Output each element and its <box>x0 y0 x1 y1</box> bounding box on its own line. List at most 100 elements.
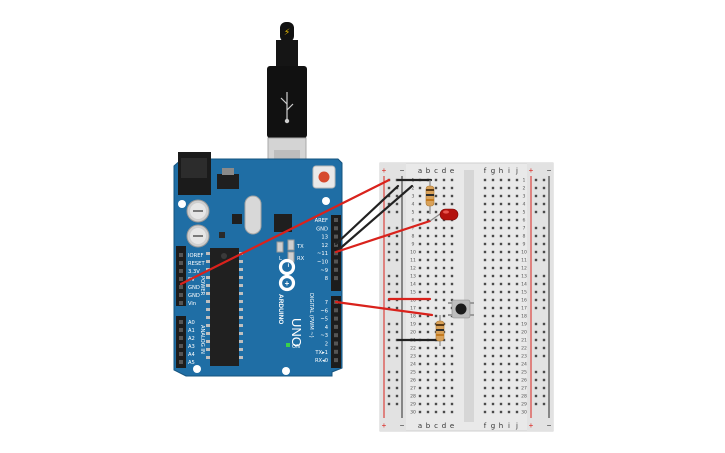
breadboard-hole[interactable] <box>418 290 422 294</box>
breadboard-hole[interactable] <box>450 322 454 326</box>
rail-hole[interactable] <box>387 378 391 382</box>
breadboard-hole[interactable] <box>491 266 495 270</box>
breadboard-hole[interactable] <box>426 386 430 390</box>
rail-hole[interactable] <box>542 194 546 198</box>
breadboard-hole[interactable] <box>507 226 511 230</box>
breadboard-hole[interactable] <box>483 370 487 374</box>
rail-hole[interactable] <box>534 242 538 246</box>
rail-hole[interactable] <box>395 370 399 374</box>
breadboard-hole[interactable] <box>491 314 495 318</box>
breadboard-hole[interactable] <box>507 242 511 246</box>
rail-hole[interactable] <box>534 234 538 238</box>
rail-hole[interactable] <box>534 226 538 230</box>
breadboard-hole[interactable] <box>434 226 438 230</box>
breadboard-hole[interactable] <box>507 202 511 206</box>
header-pin[interactable] <box>334 358 338 363</box>
breadboard-hole[interactable] <box>491 178 495 182</box>
rail-hole[interactable] <box>534 402 538 406</box>
breadboard-hole[interactable] <box>491 250 495 254</box>
rail-hole[interactable] <box>534 370 538 374</box>
breadboard-hole[interactable] <box>507 338 511 342</box>
rail-hole[interactable] <box>542 354 546 358</box>
breadboard-hole[interactable] <box>450 402 454 406</box>
reset-button-cap[interactable] <box>318 171 330 183</box>
rail-hole[interactable] <box>542 394 546 398</box>
rail-hole[interactable] <box>387 330 391 334</box>
pushbutton-icon[interactable] <box>448 299 474 319</box>
breadboard-hole[interactable] <box>507 362 511 366</box>
breadboard-hole[interactable] <box>426 218 430 222</box>
rail-hole[interactable] <box>542 282 546 286</box>
breadboard-hole[interactable] <box>450 410 454 414</box>
rail-hole[interactable] <box>387 370 391 374</box>
breadboard-hole[interactable] <box>442 258 446 262</box>
breadboard-hole[interactable] <box>507 210 511 214</box>
header-pin[interactable] <box>179 269 183 273</box>
breadboard-hole[interactable] <box>491 306 495 310</box>
header-pin[interactable] <box>334 308 338 313</box>
breadboard-hole[interactable] <box>491 330 495 334</box>
breadboard-hole[interactable] <box>515 298 519 302</box>
breadboard-hole[interactable] <box>442 362 446 366</box>
breadboard-hole[interactable] <box>499 394 503 398</box>
breadboard-hole[interactable] <box>450 346 454 350</box>
header-pin[interactable] <box>334 259 338 264</box>
rail-hole[interactable] <box>395 226 399 230</box>
breadboard-hole[interactable] <box>426 314 430 318</box>
rail-hole[interactable] <box>387 226 391 230</box>
rail-hole[interactable] <box>542 298 546 302</box>
rail-hole[interactable] <box>542 178 546 182</box>
breadboard-hole[interactable] <box>434 258 438 262</box>
breadboard-hole[interactable] <box>418 186 422 190</box>
breadboard-hole[interactable] <box>499 282 503 286</box>
breadboard-hole[interactable] <box>499 314 503 318</box>
breadboard-hole[interactable] <box>426 306 430 310</box>
wires[interactable] <box>179 178 442 342</box>
breadboard-hole[interactable] <box>450 234 454 238</box>
header-pin[interactable] <box>334 276 338 281</box>
breadboard-hole[interactable] <box>426 266 430 270</box>
breadboard-hole[interactable] <box>442 242 446 246</box>
arduino-uno-board[interactable]: L TX RX ON − + ARDUINO UNO IOREFRESET3.3… <box>173 152 343 377</box>
rail-hole[interactable] <box>534 290 538 294</box>
breadboard-hole[interactable] <box>507 330 511 334</box>
breadboard-hole[interactable] <box>418 362 422 366</box>
rail-hole[interactable] <box>387 258 391 262</box>
header-pin[interactable] <box>334 349 338 354</box>
breadboard-hole[interactable] <box>483 226 487 230</box>
breadboard-hole[interactable] <box>442 354 446 358</box>
breadboard-hole[interactable] <box>515 194 519 198</box>
breadboard-hole[interactable] <box>434 410 438 414</box>
wire-pin13-to-led[interactable] <box>334 219 432 254</box>
breadboard-hole[interactable] <box>491 370 495 374</box>
breadboard-hole[interactable] <box>434 178 438 182</box>
breadboard-hole[interactable] <box>491 322 495 326</box>
rail-hole[interactable] <box>542 370 546 374</box>
breadboard-hole[interactable] <box>450 186 454 190</box>
header-pin[interactable] <box>334 251 338 256</box>
header-pin[interactable] <box>334 218 338 222</box>
breadboard-hole[interactable] <box>491 226 495 230</box>
breadboard-hole[interactable] <box>450 274 454 278</box>
breadboard-hole[interactable] <box>499 218 503 222</box>
breadboard-hole[interactable] <box>450 338 454 342</box>
header-pin[interactable] <box>179 301 183 305</box>
breadboard-hole[interactable] <box>483 258 487 262</box>
breadboard-hole[interactable] <box>499 378 503 382</box>
breadboard-hole[interactable] <box>515 290 519 294</box>
breadboard-hole[interactable] <box>483 282 487 286</box>
breadboard-hole[interactable] <box>434 362 438 366</box>
rail-hole[interactable] <box>395 242 399 246</box>
breadboard-hole[interactable] <box>483 274 487 278</box>
breadboard-hole[interactable] <box>491 338 495 342</box>
breadboard-hole[interactable] <box>426 402 430 406</box>
breadboard-hole[interactable] <box>507 346 511 350</box>
rail-hole[interactable] <box>395 354 399 358</box>
breadboard-hole[interactable] <box>515 306 519 310</box>
header-pin[interactable] <box>334 324 338 329</box>
rail-hole[interactable] <box>542 186 546 190</box>
breadboard-hole[interactable] <box>434 306 438 310</box>
breadboard-hole[interactable] <box>515 410 519 414</box>
breadboard-hole[interactable] <box>507 178 511 182</box>
breadboard-hole[interactable] <box>491 394 495 398</box>
